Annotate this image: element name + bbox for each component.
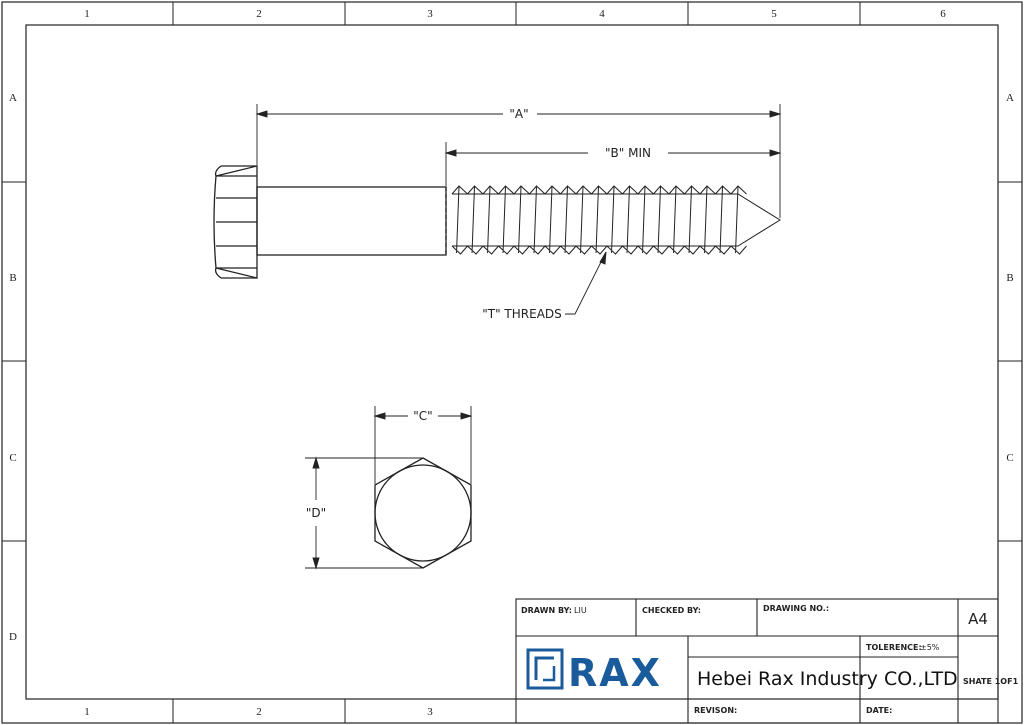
bolt-shank: [256, 186, 447, 256]
drawing-no-label: DRAWING NO.:: [763, 604, 829, 613]
row-label-b-right: B: [1006, 272, 1013, 284]
company-name: Hebei Rax Industry CO.,LTD: [697, 668, 958, 690]
col-label-2: 2: [256, 8, 262, 20]
row-label-d-left: D: [9, 631, 17, 643]
title-block: [515, 598, 999, 724]
row-label-c-right: C: [1006, 452, 1013, 464]
col-label-6: 6: [940, 8, 946, 20]
bolt-side-view: [213, 165, 781, 279]
rax-logo-text: RAX: [568, 651, 662, 695]
side-row-dividers: [2, 181, 1022, 542]
sheet-label: SHATE 1OF1: [963, 677, 1019, 686]
inner-border: [25, 24, 999, 700]
threads-label: "T" THREADS: [482, 307, 562, 321]
dimension-b: [444, 142, 782, 186]
row-label-a-right: A: [1006, 92, 1014, 104]
dimension-d-label: "D": [306, 506, 326, 520]
tolerance-value: ±5%: [920, 643, 940, 652]
bottom-col-label-2: 2: [256, 706, 262, 718]
bottom-column-labels: 1 2 3: [84, 706, 433, 718]
col-label-5: 5: [771, 8, 777, 20]
col-label-3: 3: [427, 8, 433, 20]
left-row-labels: A B C D: [9, 92, 17, 643]
hex-outline: [374, 457, 472, 569]
bottom-col-label-1: 1: [84, 706, 90, 718]
dimension-c: [373, 406, 473, 484]
date-label: DATE:: [866, 706, 892, 715]
dimension-a-label: "A": [509, 107, 528, 121]
sheet-size: A4: [968, 610, 988, 628]
tolerance-label: TOLERENCE:: [866, 643, 922, 652]
row-label-a-left: A: [9, 92, 17, 104]
drawn-by-label: DRAWN BY:: [521, 606, 572, 615]
threads-leader: [565, 251, 607, 315]
dimension-d: [305, 456, 422, 570]
rax-logo-mark: [526, 648, 564, 690]
row-label-b-left: B: [9, 272, 16, 284]
bolt-threads: [451, 185, 747, 255]
col-label-4: 4: [599, 8, 605, 20]
bottom-column-dividers: [172, 699, 517, 723]
bottom-col-label-3: 3: [427, 706, 433, 718]
row-label-c-left: C: [9, 452, 16, 464]
revision-label: REVISON:: [694, 706, 737, 715]
top-column-labels: 1 2 3 4 5 6: [84, 8, 946, 20]
hex-chamfer-circle: [374, 464, 472, 562]
dimension-c-label: "C": [413, 409, 432, 423]
thread-crests: [451, 185, 747, 255]
top-column-dividers: [172, 2, 861, 25]
col-label-1: 1: [84, 8, 90, 20]
dimension-a: [255, 104, 782, 218]
bolt-head: [213, 165, 258, 279]
right-row-labels: A B C: [1006, 92, 1014, 464]
drawn-by-value: LIU: [574, 606, 587, 615]
checked-by-label: CHECKED BY:: [642, 606, 701, 615]
hex-end-view: [374, 457, 472, 569]
dimension-b-label: "B" MIN: [605, 146, 651, 160]
